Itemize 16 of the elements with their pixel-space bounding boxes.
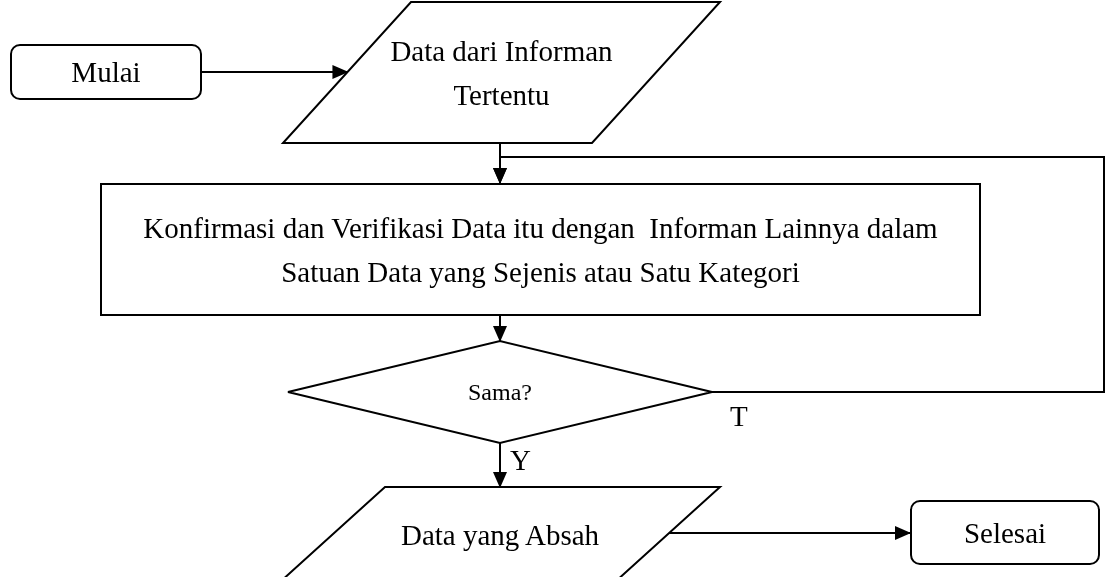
node-text: Mulai bbox=[71, 55, 141, 90]
node-text: Konfirmasi dan Verifikasi Data itu dengan Informan Lainnya dalam Satuan Data yang Sejenis atau Satu Kategori bbox=[142, 210, 939, 290]
terminal-box bbox=[10, 44, 202, 100]
arrow bbox=[493, 442, 507, 488]
arrow bbox=[493, 315, 507, 342]
arrow bbox=[201, 65, 349, 79]
decision-diamond bbox=[288, 341, 712, 443]
arrow bbox=[493, 156, 1105, 393]
node-text: Data dari Informan Tertentu bbox=[389, 33, 614, 113]
node-text: Data yang Absah bbox=[400, 517, 600, 553]
terminal-box bbox=[910, 500, 1100, 565]
data-parallelogram bbox=[283, 2, 720, 143]
arrow bbox=[668, 526, 911, 540]
node-text: Sama? bbox=[468, 378, 532, 407]
node-text: Selesai bbox=[963, 515, 1047, 551]
process-box bbox=[100, 183, 981, 316]
